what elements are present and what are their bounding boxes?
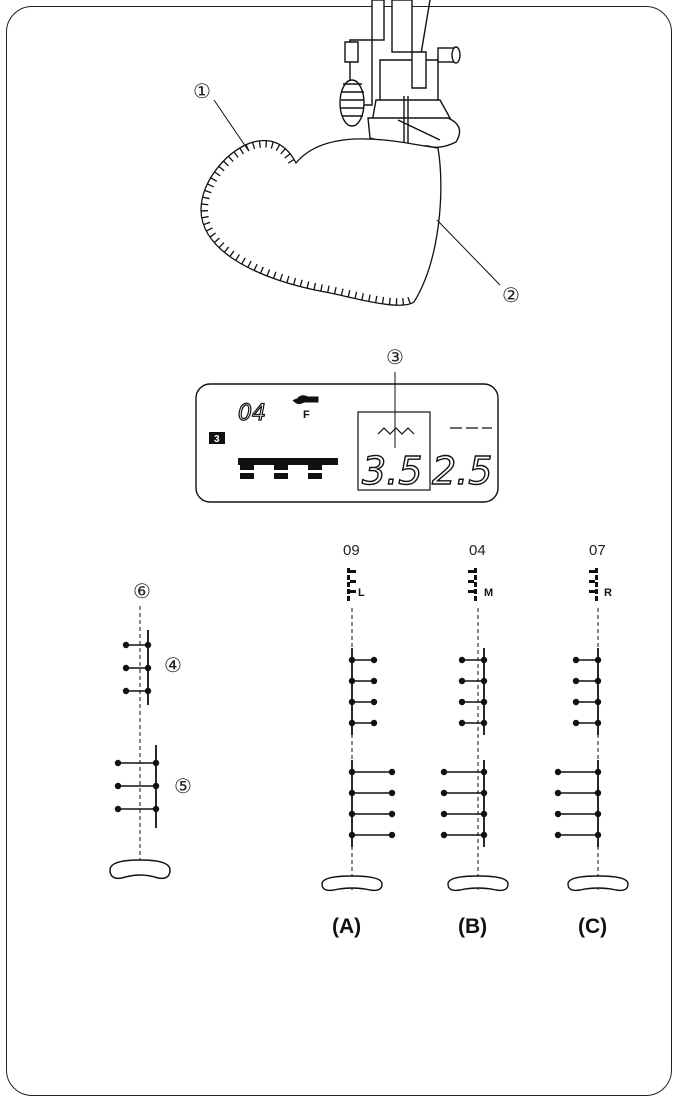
position-pattern-icon — [468, 568, 477, 601]
callout-line-1 — [214, 100, 248, 150]
variant-a: 09L (A) — [322, 542, 395, 938]
pattern-code: 07 — [589, 542, 606, 559]
pattern-code: 04 — [469, 542, 486, 559]
pattern-code: 09 — [343, 542, 360, 559]
callout-1: ① — [193, 79, 211, 103]
needle-plate-slot — [110, 860, 170, 878]
foot-label: F — [303, 409, 310, 421]
callout-6: ⑥ — [133, 579, 151, 603]
width-value: 3.5 — [362, 449, 422, 493]
callout-5: ⑤ — [174, 774, 192, 798]
position-pattern-icon — [589, 568, 598, 601]
callout-2: ② — [502, 283, 520, 307]
position-letter: M — [484, 587, 493, 599]
variant-label: (B) — [458, 915, 487, 938]
position-letter: R — [604, 587, 612, 599]
callout-3: ③ — [386, 345, 404, 369]
wide-stitch-group — [115, 760, 159, 812]
position-letter: L — [358, 587, 365, 599]
variant-label: (C) — [578, 915, 607, 938]
svg-text:3: 3 — [214, 434, 220, 445]
callout-line-2 — [437, 220, 500, 285]
needle-plate-slot — [448, 876, 508, 890]
callout-4: ④ — [164, 653, 182, 677]
stitch-position-variants: 09L (A) 04M (B) 07R (C) — [322, 542, 628, 938]
mode-badge: 3 — [209, 432, 225, 445]
position-pattern-icon — [347, 568, 356, 601]
lcd-display: ③ 04 F 3 3.5 — [196, 345, 498, 502]
narrow-stitch-group — [123, 642, 151, 694]
needle-plate-slot — [568, 876, 628, 890]
stitch-diagram-left: ⑥ ④ ⑤ — [110, 579, 192, 878]
needle-plate-slot — [322, 876, 382, 890]
heart-shape — [201, 139, 441, 305]
illustration: ① ② ③ 04 F 3 — [0, 0, 680, 1073]
pattern-number: 04 — [238, 401, 266, 426]
variant-b: 04M (B) — [441, 542, 508, 938]
length-value: 2.5 — [432, 449, 492, 493]
variant-c: 07R (C) — [555, 542, 628, 938]
variant-label: (A) — [332, 915, 361, 938]
